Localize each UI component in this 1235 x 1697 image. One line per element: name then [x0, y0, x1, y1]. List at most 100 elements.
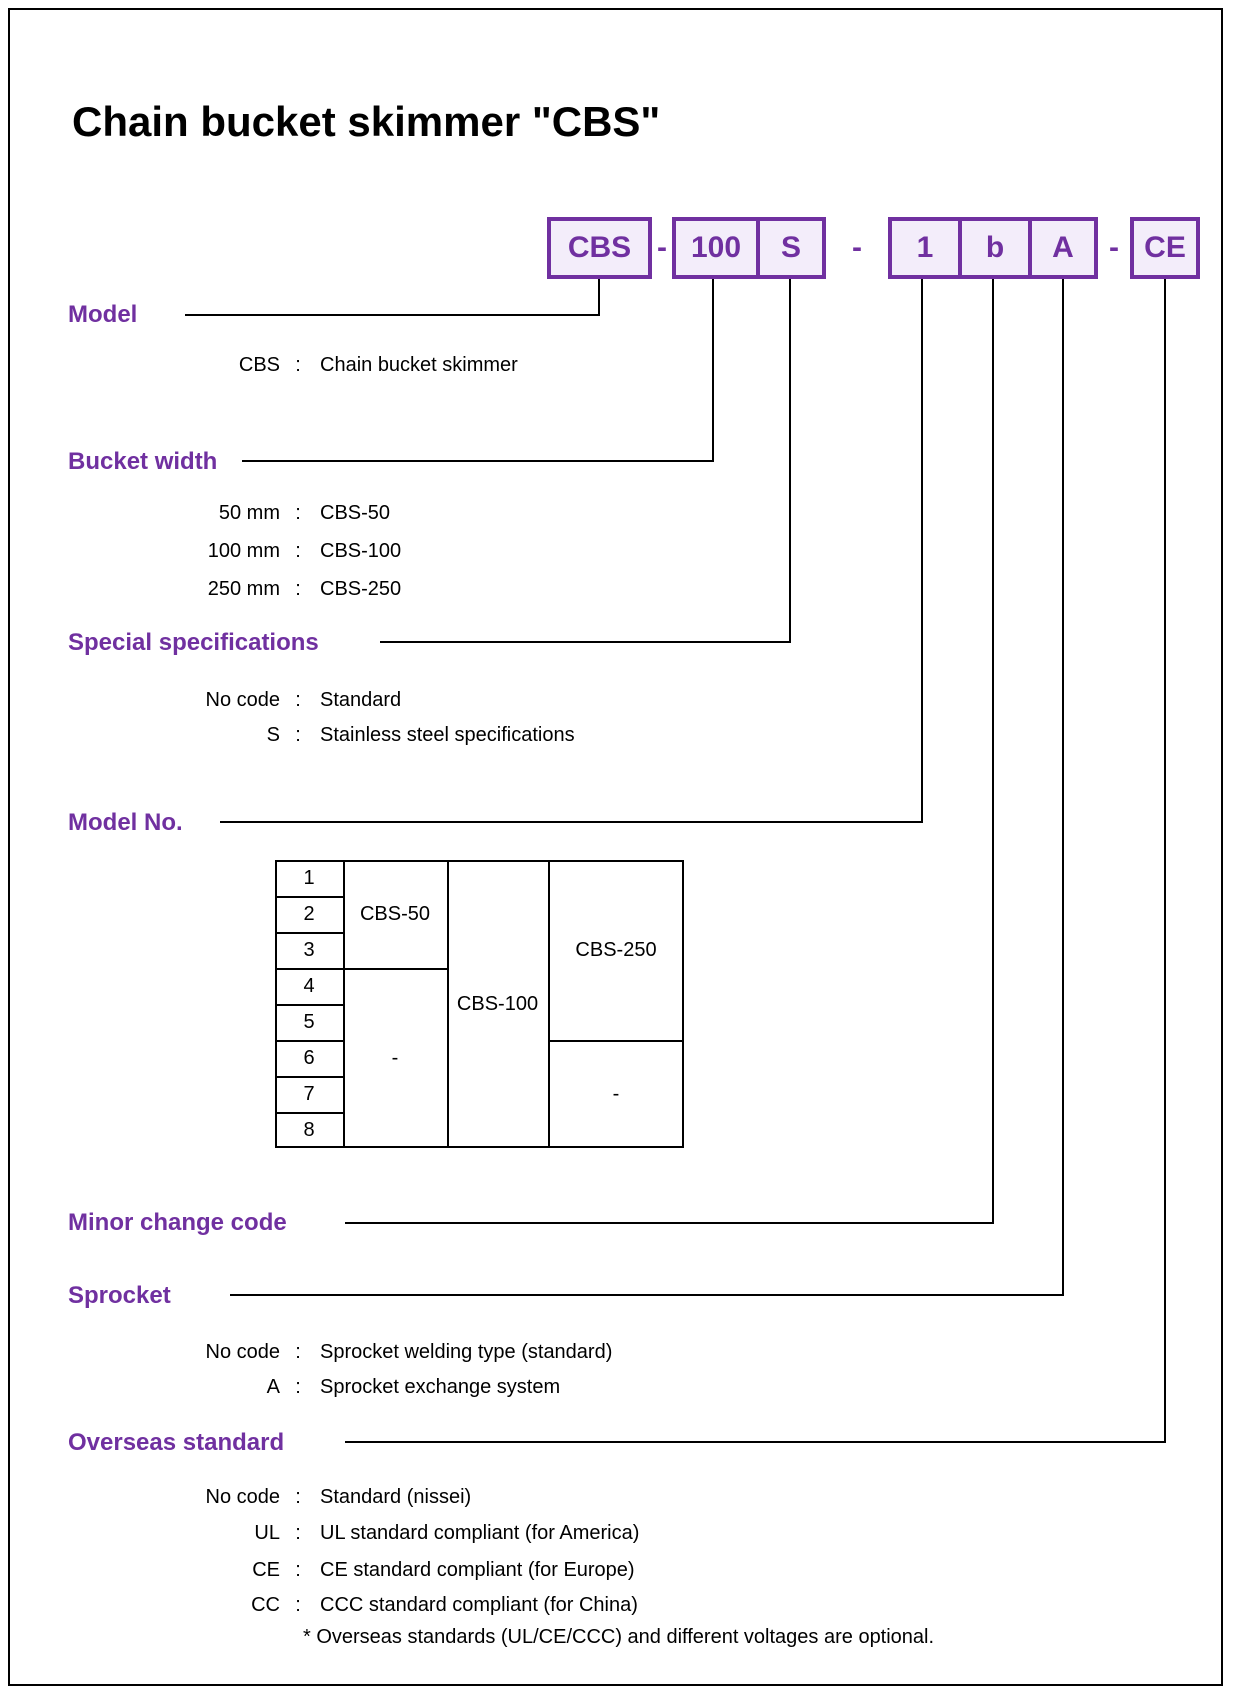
item-colon: :: [295, 354, 301, 376]
overseas-item: CC : CCC standard compliant (for China): [0, 1592, 1235, 1618]
item-key: No code: [205, 1341, 281, 1363]
table-span-line: [548, 1040, 684, 1042]
code-dash-3: -: [1109, 231, 1119, 264]
item-value: Standard (nissei): [320, 1486, 472, 1508]
connector-model-vertical: [598, 279, 600, 316]
item-colon: :: [295, 502, 301, 524]
code-box-overseas-text: CE: [1144, 231, 1186, 264]
connector-special-specs-vertical: [789, 279, 791, 643]
table-row-line: [275, 896, 343, 898]
page-title: Chain bucket skimmer "CBS": [72, 98, 661, 145]
table-row-number: 2: [303, 902, 315, 925]
special-spec-item: No code : Standard: [0, 687, 1235, 713]
table-cell-cbs250: CBS-250: [575, 938, 657, 961]
code-box-bucket-width: 100: [690, 231, 742, 264]
heading-model: Model: [68, 301, 138, 328]
table-column-line: [447, 860, 449, 1148]
table-row-number: 3: [303, 938, 315, 961]
item-key: CBS: [238, 354, 280, 376]
code-box-model: CBS: [547, 217, 652, 279]
item-value: CCC standard compliant (for China): [320, 1594, 638, 1616]
item-colon: :: [295, 1559, 301, 1581]
item-colon: :: [295, 540, 301, 562]
connector-bucket-width-horizontal: [242, 460, 714, 462]
code-box-special-spec: S: [756, 221, 822, 275]
item-key: No code: [205, 689, 281, 711]
item-colon: :: [295, 724, 301, 746]
table-row-line: [275, 932, 343, 934]
code-box-model-no: 1: [916, 231, 934, 264]
bucket-width-item: 50 mm : CBS-50: [0, 500, 1235, 526]
item-colon: :: [295, 1376, 301, 1398]
heading-overseas: Overseas standard: [68, 1429, 285, 1456]
item-key: CC: [251, 1594, 280, 1616]
connector-minor-change-horizontal: [345, 1222, 994, 1224]
table-row-line: [275, 1004, 343, 1006]
code-box-sprocket: A: [1028, 221, 1094, 275]
item-colon: :: [295, 1341, 301, 1363]
heading-bucket-width: Bucket width: [68, 448, 218, 475]
code-group-width-spec: 100 S: [672, 217, 826, 279]
overseas-item: CE : CE standard compliant (for Europe): [0, 1557, 1235, 1583]
table-cell-col2-dash: -: [391, 1046, 399, 1069]
table-row-number: 7: [303, 1082, 315, 1105]
item-colon: :: [295, 578, 301, 600]
item-colon: :: [295, 1522, 301, 1544]
item-value: CE standard compliant (for Europe): [320, 1559, 635, 1581]
table-row-number: 5: [303, 1010, 315, 1033]
table-row-line: [275, 1040, 343, 1042]
item-key: S: [266, 724, 280, 746]
item-key: No code: [205, 1486, 281, 1508]
item-colon: :: [295, 1594, 301, 1616]
table-row-line: [275, 1112, 343, 1114]
connector-minor-change-vertical: [992, 279, 994, 1224]
table-row-line: [275, 968, 343, 970]
item-key: A: [266, 1376, 280, 1398]
connector-special-specs-horizontal: [380, 641, 791, 643]
overseas-item: No code : Standard (nissei): [0, 1484, 1235, 1510]
item-value: CBS-250: [320, 578, 402, 600]
sprocket-item: No code : Sprocket welding type (standar…: [0, 1339, 1235, 1365]
bucket-width-item: 250 mm : CBS-250: [0, 576, 1235, 602]
connector-sprocket-vertical: [1062, 279, 1064, 1296]
table-row-number: 6: [303, 1046, 315, 1069]
item-value: Stainless steel specifications: [320, 724, 575, 746]
table-row-number: 4: [303, 974, 315, 997]
table-cell-col4-dash: -: [612, 1082, 620, 1105]
code-group-no-minor-sprocket: 1 b A: [888, 217, 1098, 279]
item-key: 250 mm: [207, 578, 280, 600]
code-box-overseas: CE: [1130, 217, 1200, 279]
table-row-number: 8: [303, 1118, 315, 1141]
sprocket-item: A : Sprocket exchange system: [0, 1374, 1235, 1400]
code-box-model-text: CBS: [567, 231, 632, 264]
overseas-item: UL : UL standard compliant (for America): [0, 1520, 1235, 1546]
table-cell-cbs100: CBS-100: [456, 992, 539, 1015]
item-value: UL standard compliant (for America): [320, 1522, 640, 1544]
item-colon: :: [295, 689, 301, 711]
model-item: CBS : Chain bucket skimmer: [0, 352, 1235, 378]
item-key: 100 mm: [207, 540, 280, 562]
table-span-line: [343, 968, 447, 970]
connector-overseas-vertical: [1164, 279, 1166, 1443]
heading-special-specs: Special specifications: [68, 629, 319, 656]
item-key: UL: [254, 1522, 280, 1544]
connector-overseas-horizontal: [345, 1441, 1166, 1443]
table-cell-cbs50: CBS-50: [359, 902, 431, 925]
connector-model-no-vertical: [921, 279, 923, 823]
heading-model-no: Model No.: [68, 809, 183, 836]
connector-model-horizontal: [185, 314, 600, 316]
item-value: Standard: [320, 689, 402, 711]
heading-sprocket: Sprocket: [68, 1282, 171, 1309]
code-box-minor-change: b: [958, 221, 1028, 275]
table-column-line: [343, 860, 345, 1148]
item-value: CBS-50: [320, 502, 391, 524]
bucket-width-item: 100 mm : CBS-100: [0, 538, 1235, 564]
item-value: CBS-100: [320, 540, 402, 562]
item-key: 50 mm: [218, 502, 280, 524]
code-dash-2: -: [852, 231, 862, 264]
item-value: Chain bucket skimmer: [320, 354, 518, 376]
special-spec-item: S : Stainless steel specifications: [0, 722, 1235, 748]
connector-bucket-width-vertical: [712, 279, 714, 462]
item-colon: :: [295, 1486, 301, 1508]
